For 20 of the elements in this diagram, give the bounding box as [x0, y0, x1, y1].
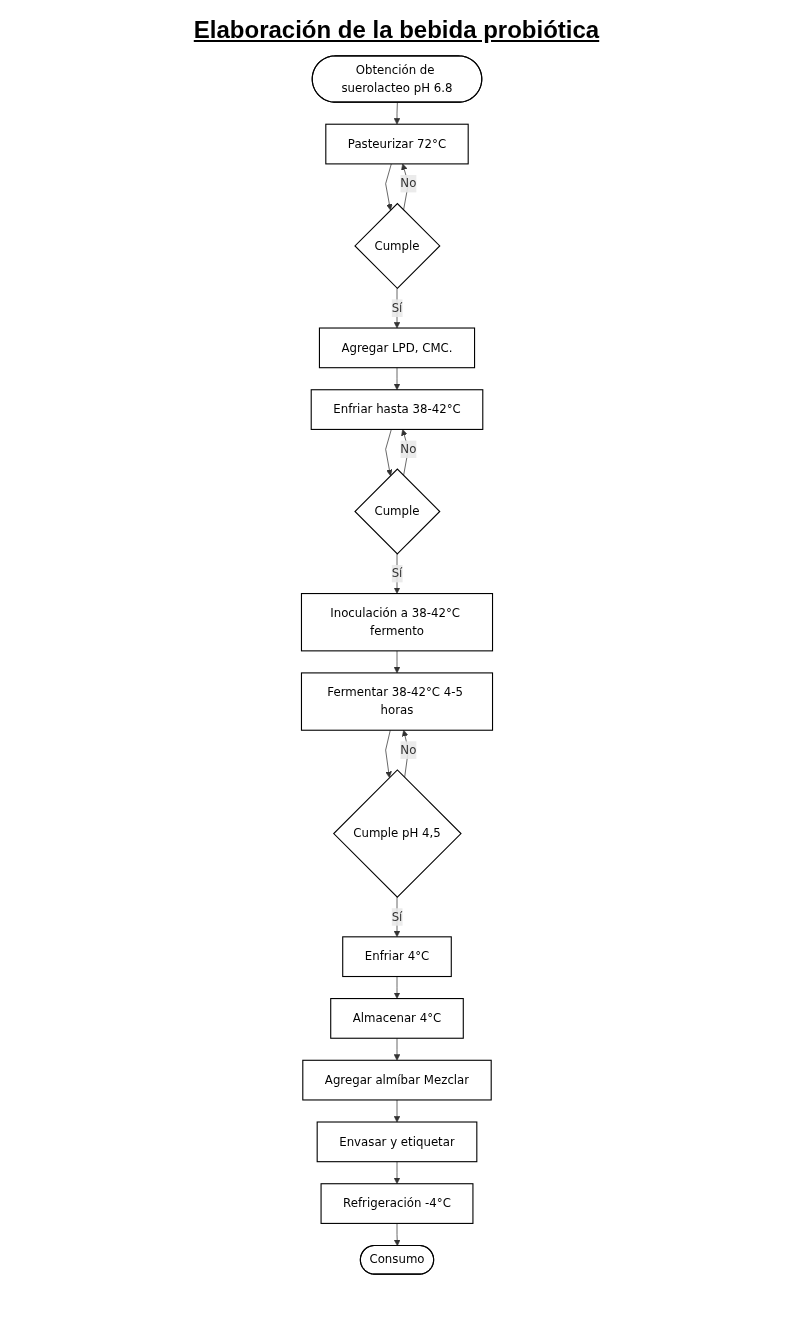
- node-box: Inoculación a 38-42°C fermento: [300, 593, 493, 652]
- node-box: Agregar LPD, CMC.: [318, 327, 475, 369]
- diagram-title: Elaboración de la bebida probiótica: [192, 16, 601, 44]
- node-box: Enfriar hasta 38-42°C: [310, 389, 483, 430]
- edge-label: No: [399, 441, 416, 456]
- node-box: Enfriar 4°C: [341, 936, 452, 978]
- node-box: Refrigeración -4°C: [320, 1183, 473, 1224]
- node-box: Fermentar 38-42°C 4-5 horas: [300, 672, 493, 731]
- edge-label: Sí: [391, 300, 402, 315]
- node-diamond: Cumple: [353, 468, 441, 555]
- edge-label: Sí: [391, 566, 402, 581]
- node-box: Almacenar 4°C: [329, 998, 464, 1039]
- node-diamond: Cumple: [353, 202, 441, 290]
- edge-label: Sí: [391, 909, 402, 924]
- node-box: Envasar y etiquetar: [316, 1121, 477, 1163]
- node-box: Agregar almíbar Mezclar: [301, 1059, 492, 1101]
- edge-label: No: [399, 176, 416, 191]
- edge-label: No: [399, 742, 416, 757]
- node-box: Pasteurizar 72°C: [324, 123, 469, 165]
- node-diamond: Cumple pH 4,5: [332, 769, 462, 898]
